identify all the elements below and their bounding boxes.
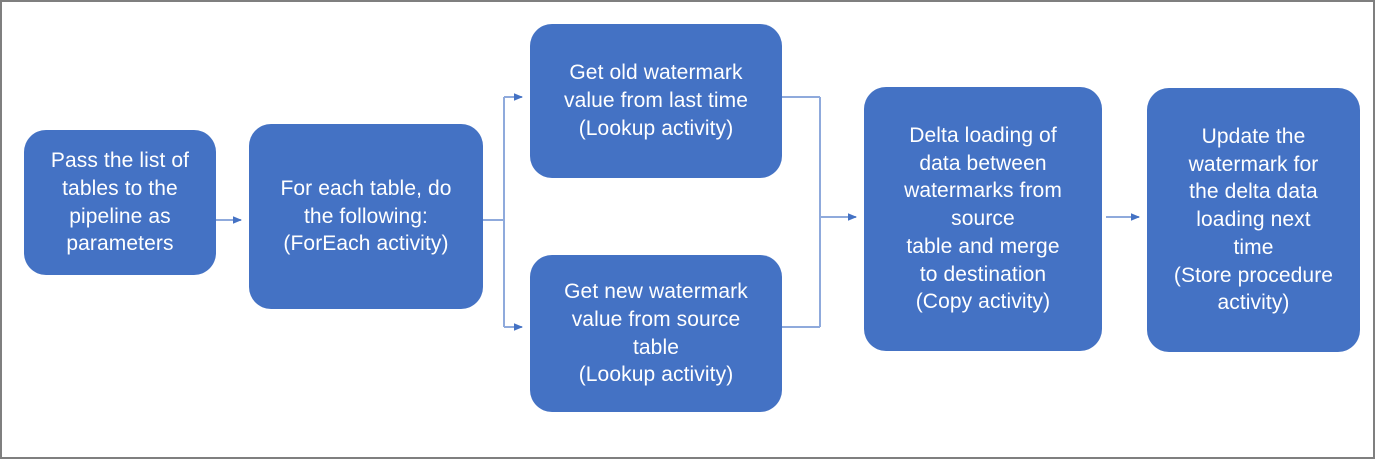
connector-merge-to-copy <box>782 96 857 328</box>
node-get-old-watermark[interactable]: Get old watermark value from last time (… <box>530 24 782 178</box>
node-for-each-table[interactable]: For each table, do the following: (ForEa… <box>249 124 483 309</box>
node-get-new-watermark[interactable]: Get new watermark value from source tabl… <box>530 255 782 412</box>
node-update-watermark[interactable]: Update the watermark for the delta data … <box>1147 88 1360 352</box>
connector-foreach-branch <box>483 93 523 331</box>
node-pass-list-of-tables[interactable]: Pass the list of tables to the pipeline … <box>24 130 216 275</box>
node-delta-loading-copy[interactable]: Delta loading of data between watermarks… <box>864 87 1102 351</box>
